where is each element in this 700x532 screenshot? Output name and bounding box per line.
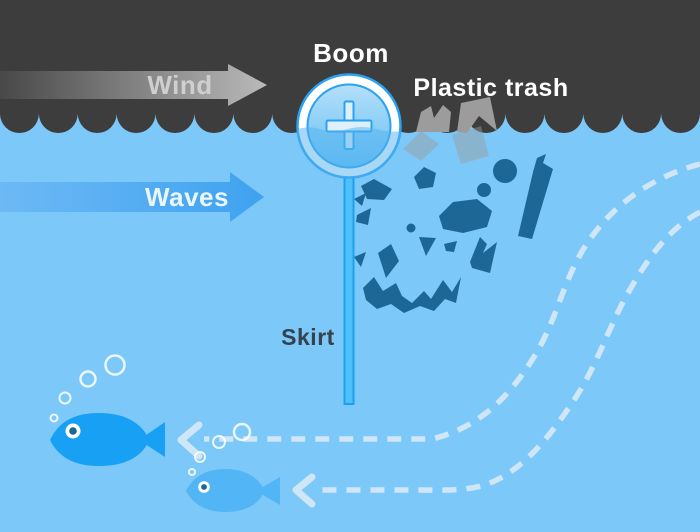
flow-line-upper <box>204 161 700 442</box>
flow-arrow-lower-icon <box>292 473 316 508</box>
trash-piece-submerged <box>452 126 489 164</box>
trash-piece <box>354 252 366 267</box>
bubble-icon <box>188 468 196 476</box>
fish-large-tail <box>139 422 165 457</box>
trash-piece <box>406 223 416 233</box>
bubble-icon <box>104 354 126 376</box>
wind-label: Wind <box>147 70 212 100</box>
waves-label: Waves <box>145 182 229 212</box>
trash-piece <box>414 167 436 189</box>
boom-waterline-overlay <box>296 127 402 179</box>
bubbles <box>49 354 252 476</box>
boom-float <box>296 73 402 179</box>
water-flow-lines <box>177 161 700 508</box>
trash-piece <box>363 277 461 313</box>
skirt-label: Skirt <box>281 324 335 350</box>
fish-small-pupil <box>201 484 207 490</box>
fish-small-tail <box>256 477 280 505</box>
trash-piece <box>354 193 366 206</box>
trash-piece-submerged <box>403 131 439 161</box>
bubble-icon <box>49 413 59 423</box>
trash-piece-floating <box>416 105 451 132</box>
waves-arrow-icon <box>0 172 264 222</box>
trash-piece-bottle <box>518 154 553 239</box>
trash-piece <box>470 237 497 273</box>
surface-trash-cluster <box>403 97 497 164</box>
flow-line-lower <box>314 209 700 493</box>
underwater-trash-cluster <box>354 154 553 313</box>
trash-piece <box>477 183 491 197</box>
trash-piece <box>493 159 517 183</box>
trash-piece <box>356 208 371 225</box>
trash-piece-floating <box>457 97 497 133</box>
sky-with-scalloped-waterline <box>0 0 700 133</box>
boom-label: Boom <box>313 38 389 68</box>
fish-small <box>186 469 280 512</box>
flow-arrow-upper-icon <box>177 421 203 460</box>
wind-arrow-icon <box>0 64 267 106</box>
bubble-icon <box>194 451 206 463</box>
bubble-icon <box>79 370 97 388</box>
fish-large-pupil <box>69 427 77 435</box>
skirt-barrier <box>343 167 355 405</box>
trash-piece <box>361 179 392 200</box>
bubble-icon <box>212 435 226 449</box>
trash-piece <box>419 237 436 256</box>
fish-small-body <box>186 469 264 512</box>
trash-piece <box>378 244 399 278</box>
plastic-trash-label: Plastic trash <box>413 74 568 102</box>
trash-piece <box>444 241 457 252</box>
bubble-icon <box>58 391 72 405</box>
bubble-icon <box>232 422 252 442</box>
trash-piece <box>439 199 492 233</box>
